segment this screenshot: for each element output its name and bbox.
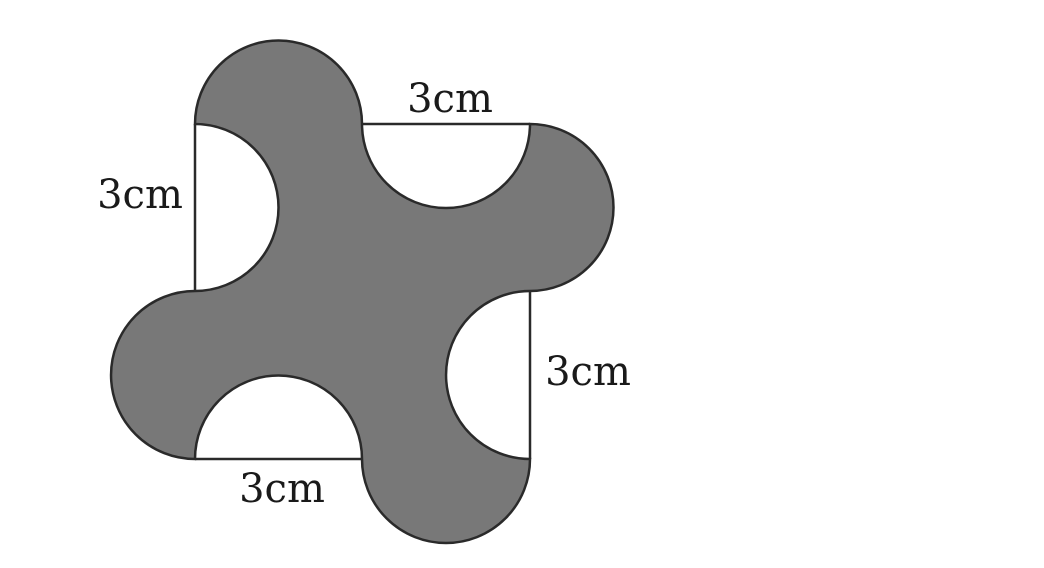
top-length-label: 3cm <box>407 76 493 122</box>
left-length-label: 3cm <box>97 172 183 218</box>
bottom-length-label: 3cm <box>239 466 325 512</box>
shaded-region <box>109 39 615 545</box>
right-length-label: 3cm <box>545 349 631 395</box>
